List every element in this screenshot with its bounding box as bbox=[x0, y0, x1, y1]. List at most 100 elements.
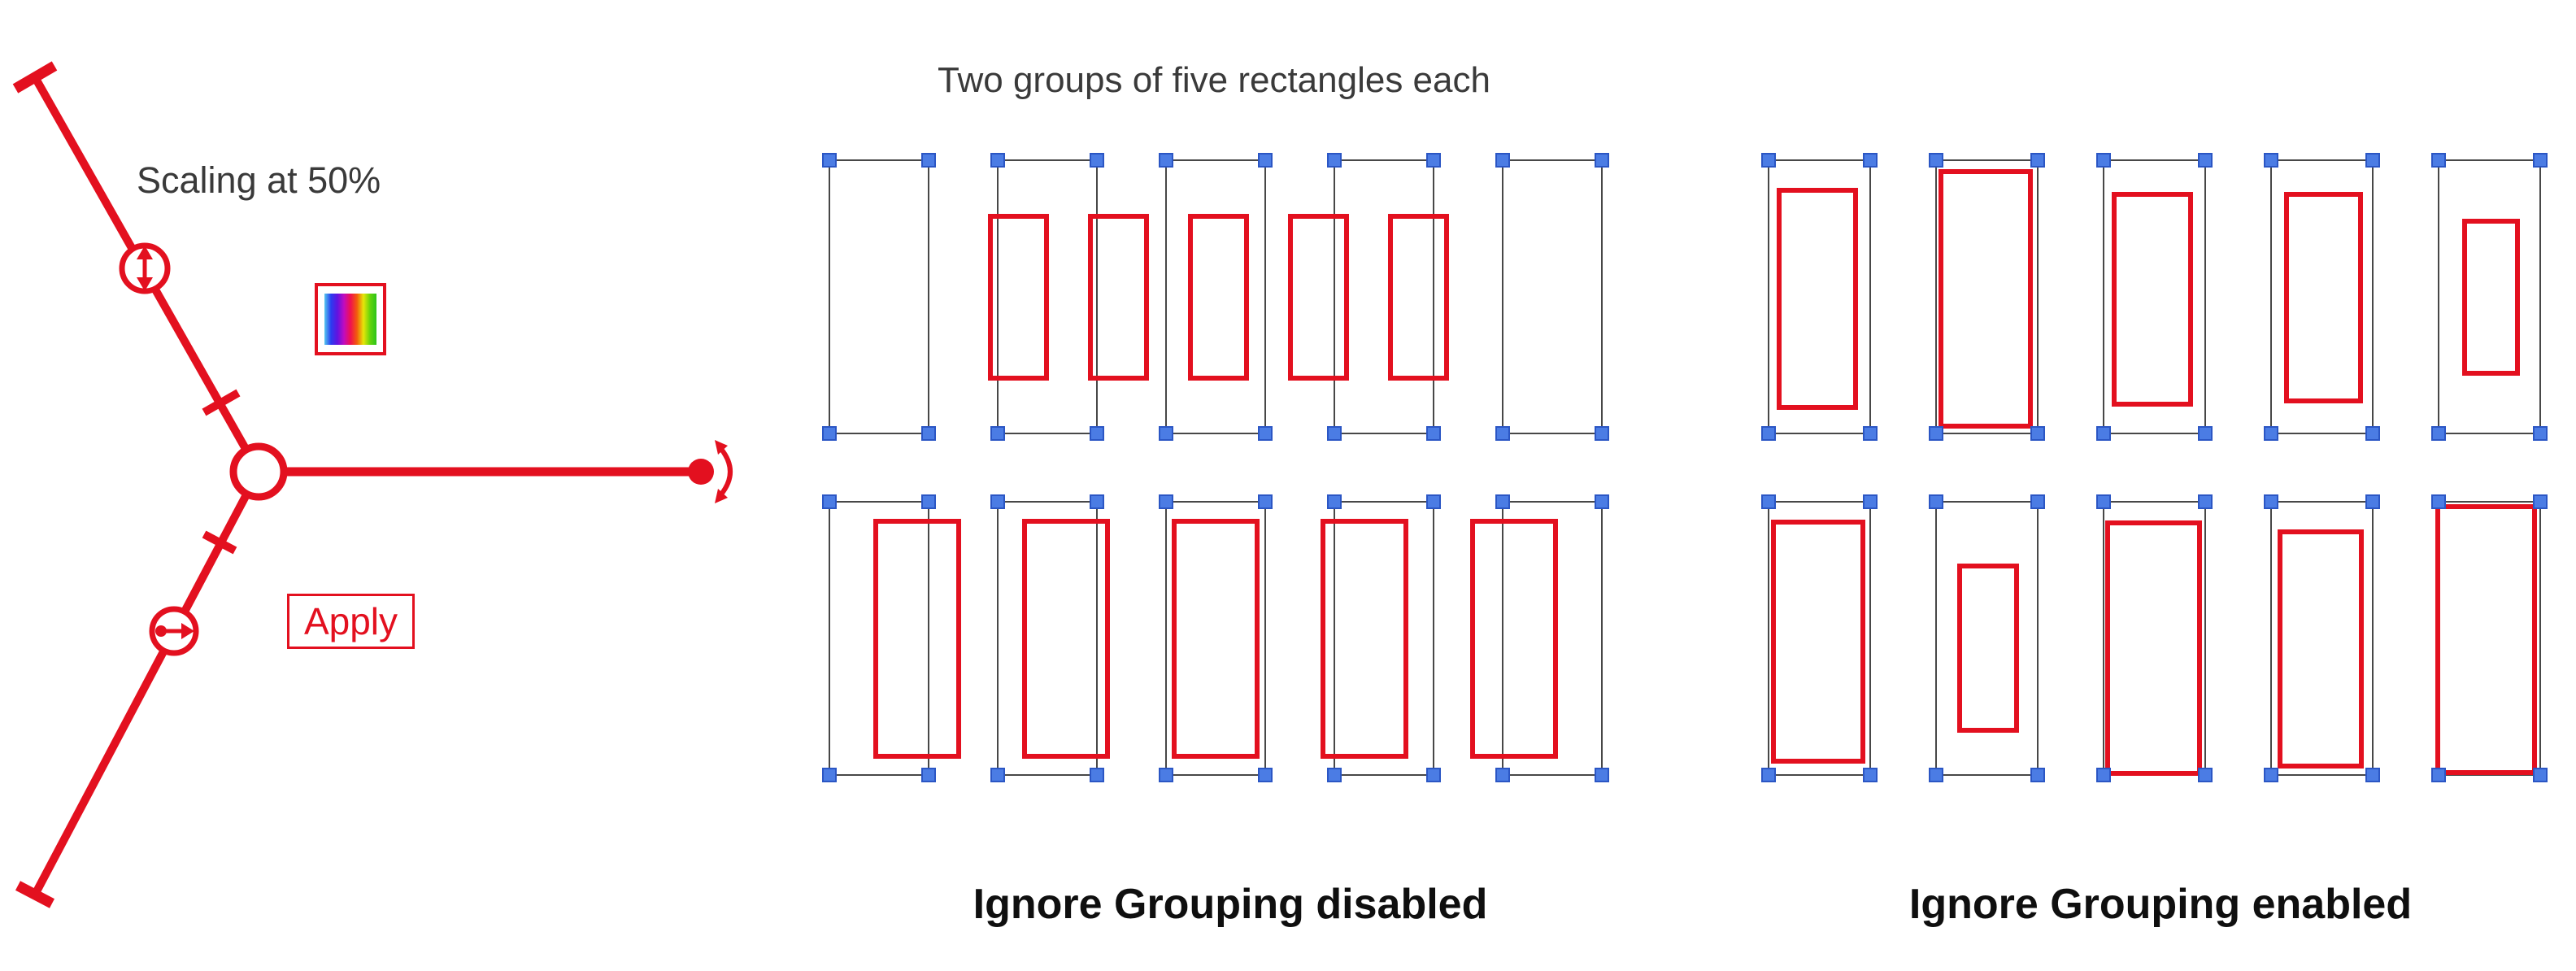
selection-handle[interactable] bbox=[1761, 494, 1776, 509]
selection-handle[interactable] bbox=[822, 153, 837, 168]
selection-handle[interactable] bbox=[1159, 426, 1173, 441]
selection-handle[interactable] bbox=[2264, 768, 2278, 782]
selection-handle[interactable] bbox=[1595, 494, 1609, 509]
original-rectangle[interactable] bbox=[1935, 159, 2039, 434]
selection-handle[interactable] bbox=[2431, 153, 2446, 168]
selection-handle[interactable] bbox=[1327, 153, 1342, 168]
selection-handle[interactable] bbox=[1863, 426, 1878, 441]
original-rectangle[interactable] bbox=[1768, 159, 1871, 434]
original-rectangle[interactable] bbox=[997, 501, 1098, 776]
selection-handle[interactable] bbox=[1595, 426, 1609, 441]
selection-handle[interactable] bbox=[990, 426, 1005, 441]
selection-handle[interactable] bbox=[1761, 768, 1776, 782]
selection-handle[interactable] bbox=[2030, 768, 2045, 782]
selection-handle[interactable] bbox=[2198, 426, 2213, 441]
rotation-handle[interactable] bbox=[688, 440, 733, 503]
selection-handle[interactable] bbox=[2533, 153, 2548, 168]
selection-handle[interactable] bbox=[2533, 426, 2548, 441]
selection-handle[interactable] bbox=[2365, 426, 2380, 441]
selection-handle[interactable] bbox=[1258, 426, 1273, 441]
selection-handle[interactable] bbox=[1929, 768, 1943, 782]
selection-handle[interactable] bbox=[2264, 426, 2278, 441]
original-rectangle[interactable] bbox=[1935, 501, 2039, 776]
original-rectangle[interactable] bbox=[1165, 159, 1266, 434]
original-rectangle[interactable] bbox=[1502, 159, 1603, 434]
selection-handle[interactable] bbox=[1929, 153, 1943, 168]
selection-handle[interactable] bbox=[921, 494, 936, 509]
selection-handle[interactable] bbox=[2431, 494, 2446, 509]
selection-handle[interactable] bbox=[2365, 768, 2380, 782]
vertical-scale-knob[interactable] bbox=[119, 242, 171, 294]
gradient-swatch[interactable] bbox=[315, 283, 386, 355]
selection-handle[interactable] bbox=[1929, 426, 1943, 441]
original-rectangle[interactable] bbox=[1768, 501, 1871, 776]
selection-handle[interactable] bbox=[1090, 153, 1104, 168]
selection-handle[interactable] bbox=[921, 153, 936, 168]
selection-handle[interactable] bbox=[1761, 426, 1776, 441]
selection-handle[interactable] bbox=[1258, 768, 1273, 782]
selection-handle[interactable] bbox=[990, 768, 1005, 782]
selection-handle[interactable] bbox=[2264, 153, 2278, 168]
selection-handle[interactable] bbox=[2365, 153, 2380, 168]
selection-handle[interactable] bbox=[1495, 768, 1510, 782]
selection-handle[interactable] bbox=[1495, 426, 1510, 441]
selection-handle[interactable] bbox=[1426, 426, 1441, 441]
selection-handle[interactable] bbox=[2030, 153, 2045, 168]
selection-handle[interactable] bbox=[1426, 768, 1441, 782]
original-rectangle[interactable] bbox=[2103, 159, 2206, 434]
selection-handle[interactable] bbox=[2198, 494, 2213, 509]
original-rectangle[interactable] bbox=[1165, 501, 1266, 776]
selection-handle[interactable] bbox=[822, 494, 837, 509]
selection-handle[interactable] bbox=[1863, 768, 1878, 782]
original-rectangle[interactable] bbox=[2438, 159, 2541, 434]
original-rectangle[interactable] bbox=[829, 159, 929, 434]
selection-handle[interactable] bbox=[2030, 426, 2045, 441]
rotation-dot[interactable] bbox=[688, 459, 714, 485]
selection-handle[interactable] bbox=[1159, 768, 1173, 782]
selection-handle[interactable] bbox=[2096, 153, 2111, 168]
selection-handle[interactable] bbox=[2533, 494, 2548, 509]
original-rectangle[interactable] bbox=[2270, 159, 2374, 434]
selection-handle[interactable] bbox=[1495, 494, 1510, 509]
selection-handle[interactable] bbox=[1595, 768, 1609, 782]
center-ring[interactable] bbox=[229, 442, 288, 501]
selection-handle[interactable] bbox=[1159, 153, 1173, 168]
original-rectangle[interactable] bbox=[1334, 501, 1434, 776]
selection-handle[interactable] bbox=[1258, 494, 1273, 509]
selection-handle[interactable] bbox=[2096, 768, 2111, 782]
selection-handle[interactable] bbox=[1159, 494, 1173, 509]
selection-handle[interactable] bbox=[990, 153, 1005, 168]
selection-handle[interactable] bbox=[2198, 768, 2213, 782]
original-rectangle[interactable] bbox=[2270, 501, 2374, 776]
selection-handle[interactable] bbox=[1761, 153, 1776, 168]
selection-handle[interactable] bbox=[1863, 494, 1878, 509]
selection-handle[interactable] bbox=[1327, 494, 1342, 509]
original-rectangle[interactable] bbox=[997, 159, 1098, 434]
selection-handle[interactable] bbox=[1258, 153, 1273, 168]
selection-handle[interactable] bbox=[1090, 768, 1104, 782]
selection-handle[interactable] bbox=[1595, 153, 1609, 168]
selection-handle[interactable] bbox=[1327, 768, 1342, 782]
selection-handle[interactable] bbox=[2264, 494, 2278, 509]
selection-handle[interactable] bbox=[2431, 768, 2446, 782]
selection-handle[interactable] bbox=[2030, 494, 2045, 509]
selection-handle[interactable] bbox=[990, 494, 1005, 509]
selection-handle[interactable] bbox=[1090, 494, 1104, 509]
selection-handle[interactable] bbox=[1929, 494, 1943, 509]
selection-handle[interactable] bbox=[822, 426, 837, 441]
selection-handle[interactable] bbox=[2533, 768, 2548, 782]
selection-handle[interactable] bbox=[1426, 494, 1441, 509]
selection-handle[interactable] bbox=[822, 768, 837, 782]
selection-handle[interactable] bbox=[2096, 494, 2111, 509]
apply-button[interactable]: Apply bbox=[287, 594, 415, 649]
selection-handle[interactable] bbox=[1863, 153, 1878, 168]
selection-handle[interactable] bbox=[2096, 426, 2111, 441]
selection-handle[interactable] bbox=[1495, 153, 1510, 168]
selection-handle[interactable] bbox=[921, 426, 936, 441]
selection-handle[interactable] bbox=[921, 768, 936, 782]
horizontal-scale-knob[interactable] bbox=[149, 606, 199, 656]
original-rectangle[interactable] bbox=[1502, 501, 1603, 776]
selection-handle[interactable] bbox=[1426, 153, 1441, 168]
selection-handle[interactable] bbox=[2365, 494, 2380, 509]
selection-handle[interactable] bbox=[2431, 426, 2446, 441]
